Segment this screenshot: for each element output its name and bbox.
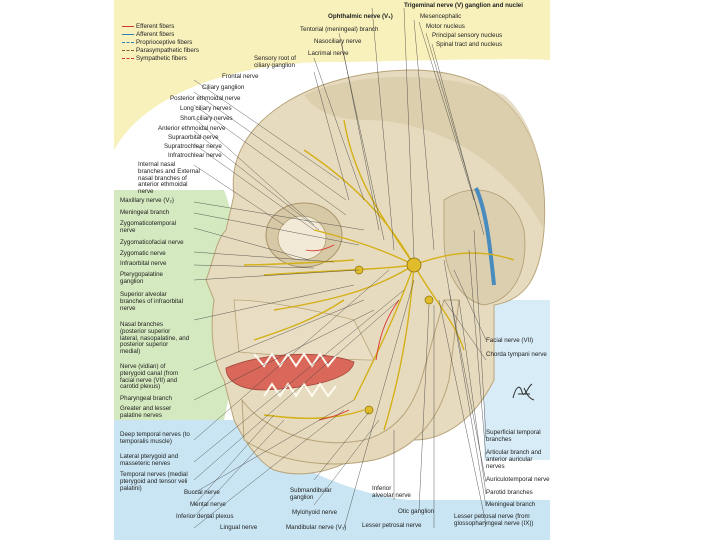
mandibular-zone [114,420,550,540]
label-chorda-tympani: Chorda tympani nerve [486,351,547,358]
label-mesencephalic: Mesencephalic [420,13,462,20]
label-lesser-petrosal-ix: Lesser petrosal nerve (from glossopharyn… [454,513,534,527]
upper-teeth [253,352,337,368]
label-parotid-branches: Parotid branches [486,489,533,496]
legend-proprioceptive: Proprioceptive fibers [136,39,193,46]
label-nasal-branches-ethmoidal: Internal nasal branches and External nas… [138,161,200,196]
label-inferior-alveolar: Inferior alveolar nerve [372,485,411,499]
label-vidian-nerve: Nerve (vidian) of pterygoid canal (from … [120,363,179,391]
label-inferior-dental-plexus: Inferior dental plexus [176,513,234,520]
tongue [225,353,355,391]
leader-lines [193,7,487,529]
label-maxillary-nerve: Maxillary nerve (V₂) [120,197,174,204]
trigeminal-nerve-plate: Efferent fibers Afferent fibers Proprioc… [114,0,550,540]
legend-swatch-parasympathetic [122,50,134,51]
label-tentorial-branch: Tentorial (meningeal) branch [300,26,379,33]
label-spinal-tract: Spinal tract and nucleus [436,41,503,48]
label-buccal-nerve: Buccal nerve [184,489,220,496]
otic-ganglion [424,295,434,305]
label-mylohyoid: Mylohyoid nerve [292,509,338,516]
label-supraorbital: Supraorbital nerve [168,134,219,141]
label-trigeminal-ganglion-nuclei: Trigeminal nerve (V) ganglion and nuclei [404,2,523,9]
label-frontal-nerve: Frontal nerve [222,73,259,80]
label-motor-nucleus: Motor nucleus [426,23,465,30]
legend-parasympathetic: Parasympathetic fibers [136,47,199,54]
right-zone [484,300,550,460]
label-anterior-ethmoidal: Anterior ethmoidal nerve [158,125,226,132]
label-sensory-root: Sensory root of ciliary ganglion [254,55,296,69]
label-nasociliary-nerve: Nasociliary nerve [314,38,362,45]
label-short-ciliary: Short ciliary nerves [180,115,233,122]
label-infraorbital: Infraorbital nerve [120,260,167,267]
trigeminal-nuclei-blue [474,187,496,286]
anatomy-illustration [114,0,550,540]
label-supratrochlear: Supratrochlear nerve [164,143,222,150]
legend-swatch-efferent [122,26,134,27]
maxillary-zone [114,190,239,420]
label-mental-nerve: Mental nerve [190,501,226,508]
temporal-bone [443,189,526,306]
trigeminal-ganglion [406,257,422,273]
legend-swatch-proprioceptive [122,42,134,43]
submandibular-ganglion [364,405,374,415]
label-articular-branch: Articular branch and anterior auricular … [486,449,542,470]
label-nasal-branches: Nasal branches (posterior superior later… [120,321,190,356]
artist-signature [512,383,535,401]
ophthalmic-zone [114,0,550,150]
legend-swatch-afferent [122,34,134,35]
legend-afferent: Afferent fibers [136,31,175,38]
label-mandibular-nerve: Mandibular nerve (V₃) [286,524,347,531]
label-meningeal-branch-right: Meningeal branch [486,501,536,508]
label-zygomatic-nerve: Zygomatic nerve [120,250,166,257]
label-zygomaticotemporal: Zygomaticotemporal nerve [120,220,177,234]
mandible [241,299,460,465]
label-lacrimal-nerve: Lacrimal nerve [308,50,349,57]
legend-efferent: Efferent fibers [136,23,175,30]
label-meningeal-branch: Meningeal branch [120,209,170,216]
eyeball [277,215,327,261]
lower-teeth [263,382,337,398]
legend-sympathetic: Sympathetic fibers [136,55,187,62]
label-principal-sensory: Principal sensory nucleus [432,32,503,39]
label-superficial-temporal: Superficial temporal branches [486,429,541,443]
label-submandibular-ganglion: Submandibular ganglion [290,487,332,501]
label-pterygopalatine: Pterygopalatine ganglion [120,271,163,285]
label-temporal-nerves-medial: Temporal nerves (medial pterygoid and te… [120,471,188,492]
label-lesser-petrosal: Lesser petrosal nerve [362,522,422,529]
label-infratrochlear: Infratrochlear nerve [168,152,222,159]
label-long-ciliary: Long ciliary nerves [180,105,232,112]
label-posterior-ethmoidal: Posterior ethmoidal nerve [170,95,241,102]
legend-swatch-sympathetic [122,58,134,59]
label-pharyngeal-branch: Pharyngeal branch [120,395,172,402]
label-otic-ganglion: Otic ganglion [398,508,435,515]
label-palatine-nerves: Greater and lesser palatine nerves [120,405,172,419]
label-lingual-nerve: Lingual nerve [220,524,258,531]
label-deep-temporal: Deep temporal nerves (to temporalis musc… [120,431,190,445]
label-lateral-pterygoid: Lateral pterygoid and masseteric nerves [120,453,179,467]
label-facial-nerve: Facial nerve (VII) [486,337,534,344]
label-ciliary-ganglion: Ciliary ganglion [202,84,245,91]
red-fibers [305,244,400,421]
label-zygomaticofacial: Zygomaticofacial nerve [120,239,184,246]
label-superior-alveolar: Superior alveolar branches of infraorbit… [120,291,183,312]
label-auriculotemporal: Auriculotemporal nerve [486,476,550,483]
label-ophthalmic-nerve: Ophthalmic nerve (V₁) [328,13,393,20]
skull-vault-shade [304,76,545,231]
